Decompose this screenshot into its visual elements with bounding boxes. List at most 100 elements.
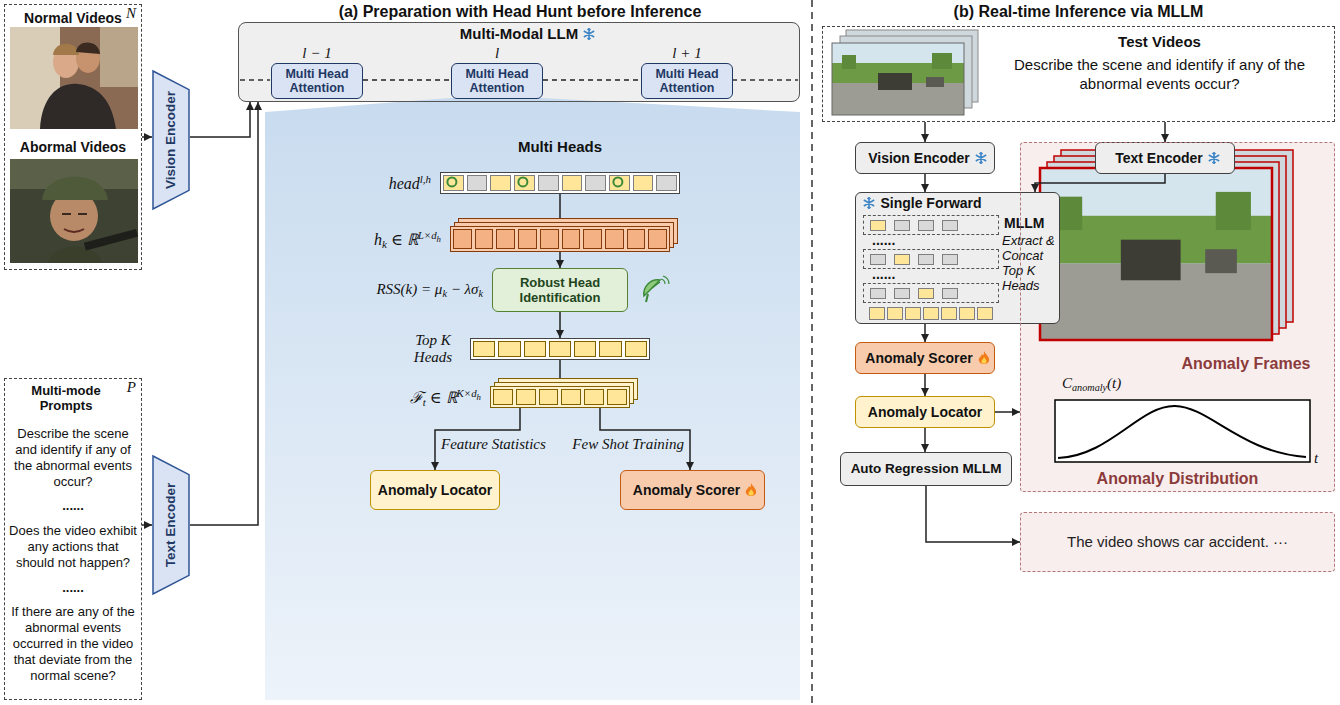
flame-inner bbox=[749, 489, 754, 496]
box-label: Robust Head Identification bbox=[493, 275, 627, 305]
head-cell bbox=[959, 307, 975, 320]
connector bbox=[995, 411, 1020, 413]
box-label: Anomaly Scorer bbox=[621, 482, 764, 498]
count-mark-part: N bbox=[126, 5, 136, 21]
concat-bar bbox=[869, 307, 993, 320]
axis-label-part: (t) bbox=[1107, 375, 1121, 391]
group-heading-part: Test Videos bbox=[1118, 33, 1201, 50]
snowflake-icon bbox=[974, 151, 988, 165]
panel-title-part: (b) Real-time Inference via MLLM bbox=[954, 3, 1204, 20]
math-label-part: K×d bbox=[457, 387, 477, 399]
snowflake-icon bbox=[862, 196, 876, 210]
llm-ground bbox=[238, 22, 800, 102]
head-cell bbox=[887, 307, 903, 320]
head-cell bbox=[562, 175, 583, 191]
box-label-part: Anomaly Scorer bbox=[865, 350, 972, 366]
box-label-part: Multi Head Attention bbox=[655, 67, 718, 95]
math-label-part: h bbox=[374, 231, 382, 248]
head-cell bbox=[942, 220, 958, 231]
math-label-part: k bbox=[382, 238, 387, 250]
box-label: Vision Encoder bbox=[856, 150, 994, 166]
head-cell bbox=[574, 341, 596, 357]
prompt-text-part: Does the video exhibit any actions that … bbox=[9, 523, 137, 570]
output-text: The video shows car accident. ··· bbox=[1021, 533, 1334, 551]
layer-index-part: l + 1 bbox=[672, 45, 701, 61]
math-label-part: head bbox=[389, 175, 420, 192]
math-label: headl,h bbox=[389, 173, 431, 193]
encoder-trapezoid: Vision Encoder bbox=[152, 70, 190, 210]
head-cell bbox=[870, 220, 886, 231]
connector bbox=[559, 252, 561, 268]
head-feature-stack: hk ∈ ℝL×dh bbox=[450, 226, 670, 252]
panel-title: (b) Real-time Inference via MLLM bbox=[822, 2, 1335, 21]
test-video-frames bbox=[832, 30, 978, 115]
bar-label-part: Top K Heads bbox=[414, 332, 452, 365]
head-cell bbox=[942, 254, 958, 265]
connector bbox=[142, 524, 152, 526]
head-cell bbox=[584, 389, 604, 405]
connector bbox=[363, 79, 451, 81]
head-cell bbox=[605, 229, 624, 249]
box-label-part: Multi Head Attention bbox=[465, 67, 528, 95]
layer-index: l − 1 bbox=[272, 45, 362, 62]
connector bbox=[559, 360, 561, 386]
head-cell bbox=[538, 175, 559, 191]
math-label-part: ℱ bbox=[410, 389, 423, 406]
head-cell bbox=[977, 307, 993, 320]
box-label: Auto Regression MLLM bbox=[841, 461, 1011, 477]
connector bbox=[190, 102, 258, 525]
attention-box: l − 1Multi Head Attention bbox=[271, 63, 363, 99]
output-box: The video shows car accident. ··· bbox=[1020, 512, 1335, 572]
head-cell bbox=[473, 341, 495, 357]
box-title-part: Multi-Modal LLM bbox=[460, 25, 578, 42]
box-title: Single Forward bbox=[856, 195, 1006, 212]
head-cell bbox=[539, 389, 559, 405]
head-cell bbox=[540, 229, 559, 249]
normal-video-still bbox=[10, 27, 138, 129]
encoder-label: Text Encoder bbox=[163, 483, 179, 568]
head-cell bbox=[443, 175, 464, 191]
head-cell bbox=[869, 307, 885, 320]
head-cell bbox=[894, 220, 910, 231]
head-cell bbox=[633, 175, 654, 191]
divider-line bbox=[811, 0, 813, 705]
box-label-part: Robust Head Identification bbox=[520, 275, 601, 305]
connector bbox=[924, 374, 926, 396]
bar-label: Top K Heads bbox=[407, 332, 459, 366]
ellipsis-part: ...... bbox=[62, 580, 84, 595]
head-cell bbox=[918, 288, 934, 299]
panel-heading-part: Multi Heads bbox=[518, 138, 602, 155]
locator-box: Anomaly Locator bbox=[370, 470, 500, 510]
encoder-shape bbox=[153, 456, 189, 594]
panel-caption: Anomaly Distribution bbox=[1021, 469, 1334, 488]
step-note-part: Extract & Concat Top K Heads bbox=[1002, 233, 1055, 293]
head-cell bbox=[496, 229, 515, 249]
encoder-box: Text Encoder bbox=[1095, 142, 1235, 174]
head-cell bbox=[625, 341, 647, 357]
video-caption-part: Abormal Videos bbox=[20, 139, 126, 155]
count-mark: N bbox=[126, 5, 136, 22]
head-cell bbox=[562, 229, 581, 249]
head-cell bbox=[607, 389, 627, 405]
head-bar: headl,h bbox=[440, 172, 680, 194]
fire-icon bbox=[977, 351, 991, 365]
flame-outer bbox=[746, 483, 756, 496]
panel-ground bbox=[265, 112, 800, 700]
box-label: Anomaly Scorer bbox=[856, 350, 994, 366]
scorer-box: Anomaly Scorer bbox=[855, 342, 995, 374]
connector bbox=[924, 122, 926, 142]
prompt-text-part: Describe the scene and identify if any o… bbox=[14, 426, 132, 489]
encoder-box: Vision Encoder bbox=[855, 142, 995, 174]
head-cell bbox=[549, 341, 571, 357]
encoder-shape bbox=[153, 71, 189, 209]
prompt-text-part: Describe the scene and identify if any o… bbox=[1014, 56, 1305, 92]
edge-label: Feature Statistics bbox=[441, 436, 546, 453]
test-video-group: Test VideosDescribe the scene and identi… bbox=[822, 26, 1335, 122]
box-title-part: Single Forward bbox=[880, 195, 981, 211]
abnormal-video-still bbox=[10, 159, 138, 263]
box-label: Multi Head Attention bbox=[452, 67, 542, 95]
head-cell bbox=[656, 175, 677, 191]
ellipsis: ...... bbox=[872, 268, 895, 280]
head-cell bbox=[894, 288, 910, 299]
cell-row bbox=[493, 389, 627, 405]
